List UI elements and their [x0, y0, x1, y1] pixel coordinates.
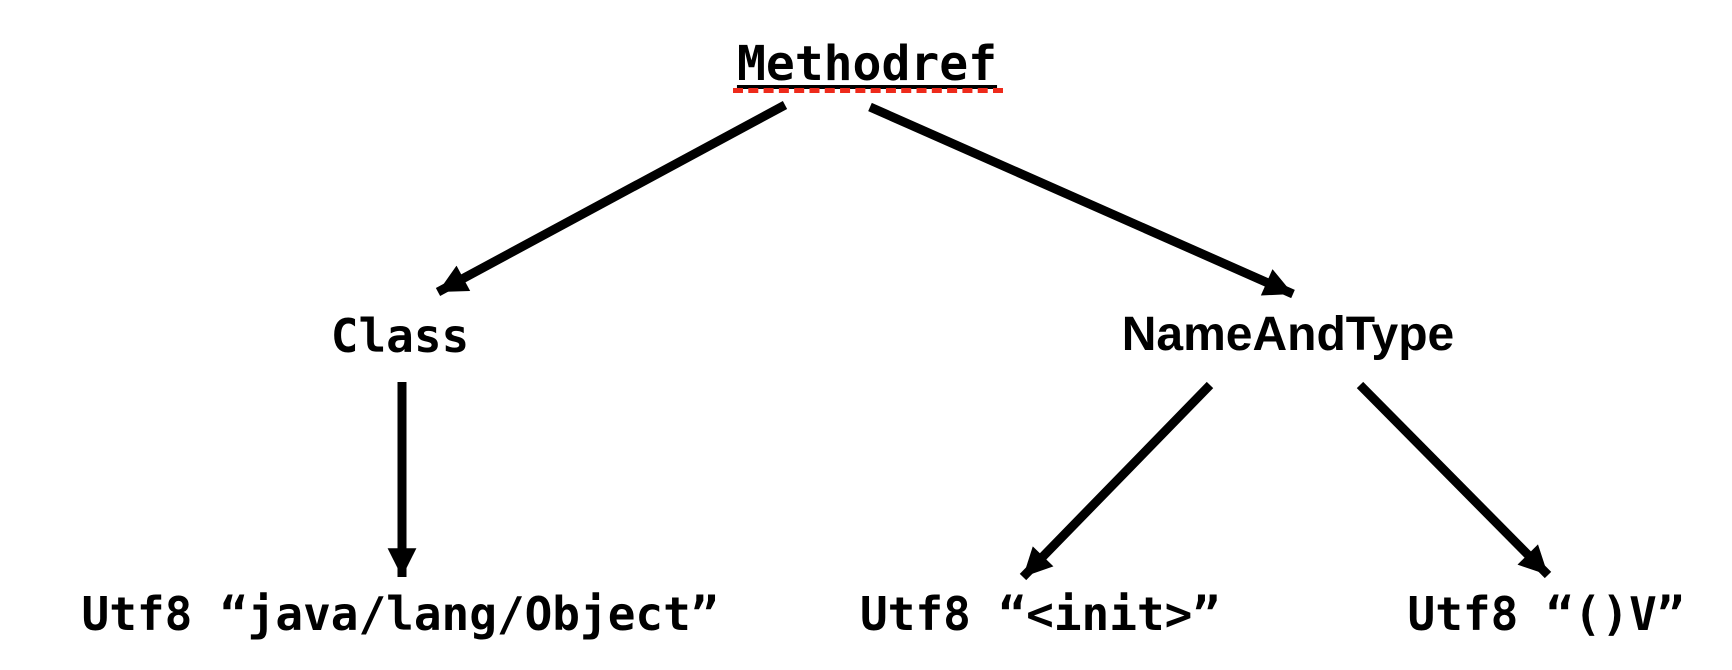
- node-utf8-void: Utf8 “()V”: [1407, 587, 1685, 641]
- edge-nameandtype-utf8init: [1019, 381, 1214, 581]
- node-class: Class: [330, 309, 470, 363]
- edge-methodref-nameandtype: [868, 102, 1295, 299]
- edge-nameandtype-utf8void: [1356, 381, 1552, 579]
- spellcheck-underline: [733, 88, 1003, 93]
- node-utf8-init: Utf8 “<init>”: [859, 587, 1221, 641]
- node-methodref: Methodref: [736, 36, 998, 92]
- node-utf8-java-lang-object: Utf8 “java/lang/Object”: [81, 587, 719, 641]
- edge-methodref-class: [435, 101, 788, 296]
- node-nameandtype: NameAndType: [1121, 308, 1455, 361]
